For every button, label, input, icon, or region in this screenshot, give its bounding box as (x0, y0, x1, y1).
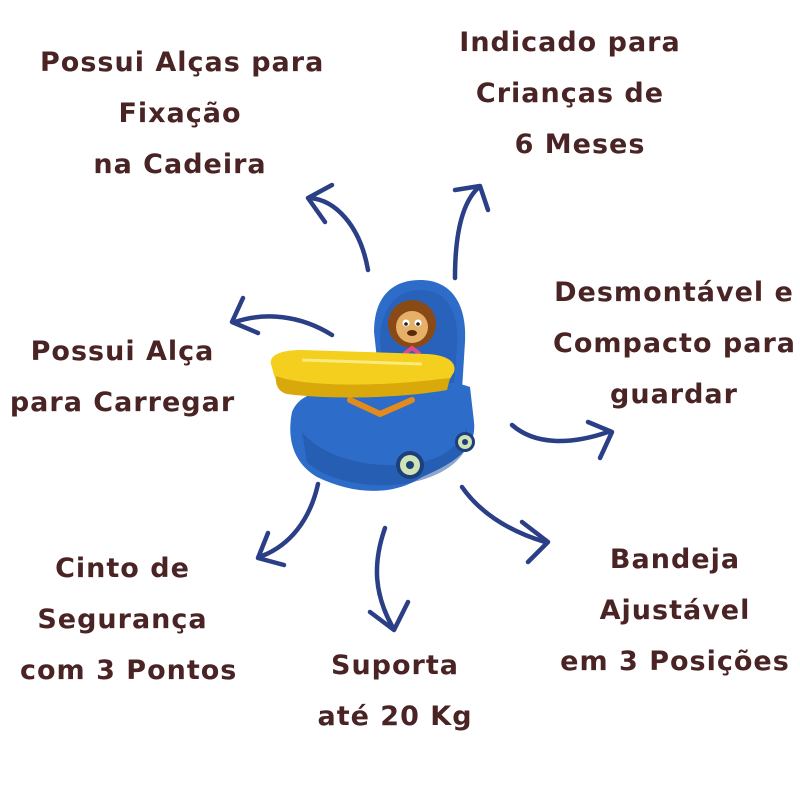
feature-line: em 3 Posições (560, 646, 790, 677)
feature-line: Compacto para (553, 328, 796, 359)
feature-age: Indicado para Crianças de 6 Meses (445, 17, 695, 170)
feature-tray: Bandeja Ajustável em 3 Posições (555, 534, 795, 687)
feature-safety-belt: Cinto de Segurança com 3 Pontos (20, 543, 238, 696)
feature-line: Segurança (37, 604, 208, 635)
feature-line: Cinto de (55, 553, 190, 584)
arrow-icon (255, 481, 321, 568)
feature-line: Possui Alças para (40, 47, 325, 78)
arrow-icon (305, 182, 371, 273)
feature-compact: Desmontável e Compacto para guardar (553, 267, 795, 420)
feature-line: para Carregar (9, 387, 236, 418)
lion-icon (388, 300, 436, 356)
feature-line: Desmontável e (554, 277, 794, 308)
feature-line: guardar (610, 379, 738, 410)
feature-carry-handle: Possui Alça para Carregar (5, 326, 240, 428)
feature-line: na Cadeira (93, 149, 267, 180)
wheel-icon (396, 451, 424, 479)
feature-line: Crianças de (475, 78, 665, 109)
booster-seat-illustration (270, 280, 475, 491)
feature-line: Fixação (118, 98, 242, 129)
feature-line: Possui Alça (30, 336, 215, 367)
arrow-icon (509, 419, 615, 461)
wheel-icon (455, 432, 475, 452)
arrow-icon (367, 525, 411, 633)
feature-capacity: Suporta até 20 Kg (300, 640, 490, 742)
feature-line: Suporta (331, 650, 459, 681)
feature-line: Bandeja (609, 544, 741, 575)
arrow-icon (229, 295, 335, 338)
feature-line: até 20 Kg (317, 701, 473, 732)
arrow-icon (459, 484, 551, 565)
feature-line: Ajustável (599, 595, 751, 626)
feature-line: 6 Meses (514, 129, 646, 160)
feature-line: Indicado para (459, 27, 681, 58)
feature-line: com 3 Pontos (20, 655, 238, 686)
safety-belt (347, 397, 415, 418)
feature-straps-fixation: Possui Alças para Fixação na Cadeira (40, 37, 325, 190)
arrow-icon (452, 183, 491, 281)
